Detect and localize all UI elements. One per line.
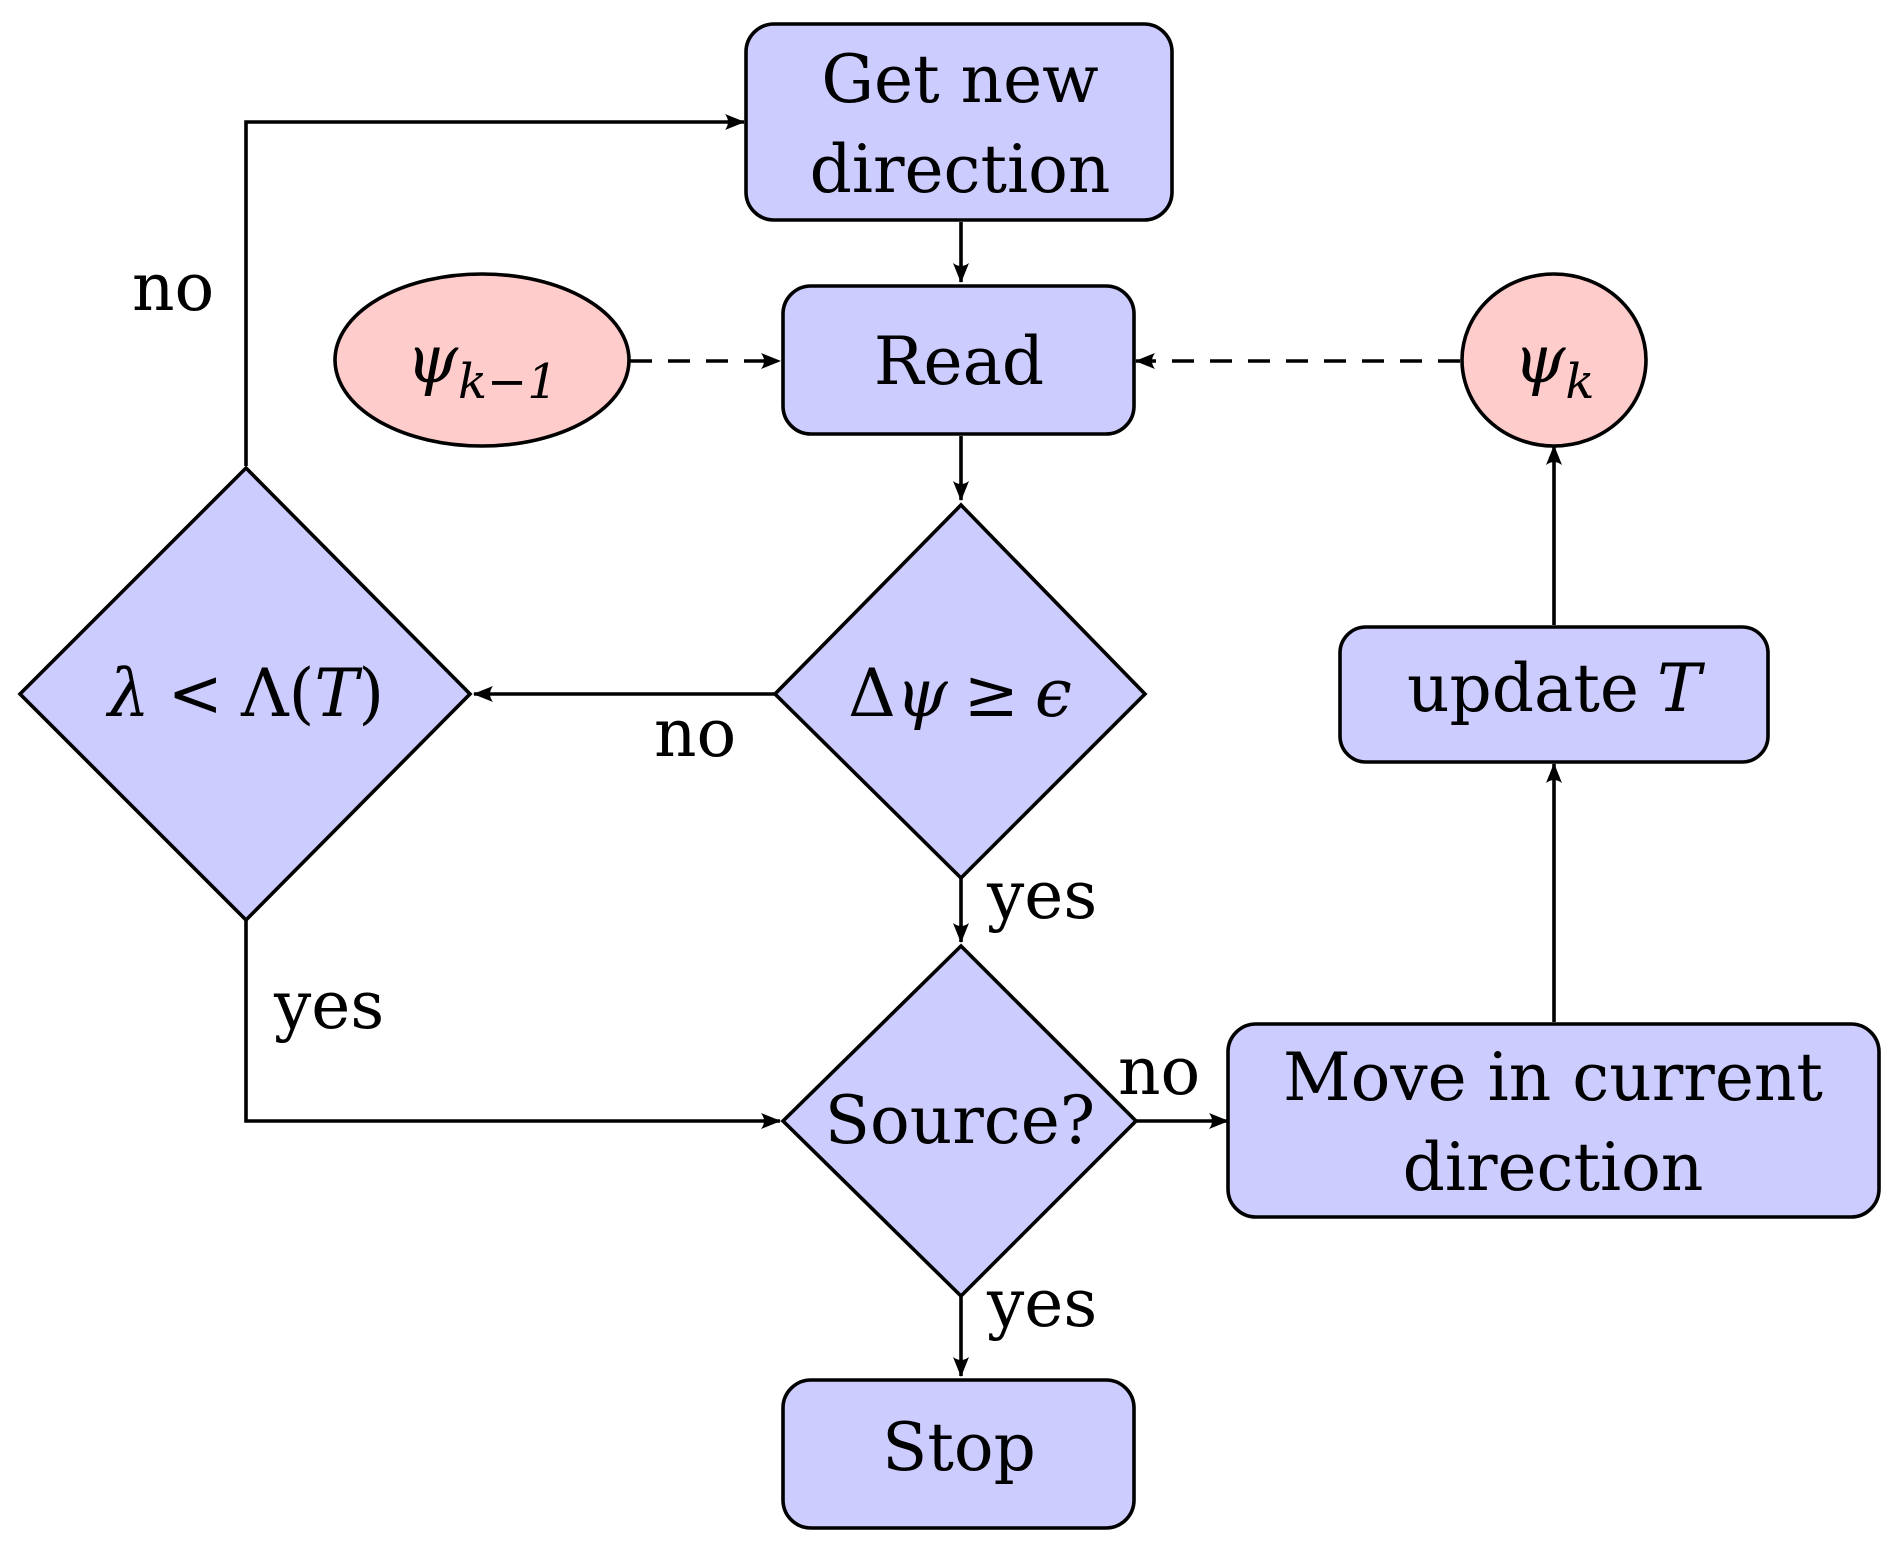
source-decision: Source? xyxy=(780,943,1139,1299)
psi-k-label: ψk xyxy=(1514,321,1595,410)
epsilon-symbol: ϵ xyxy=(1035,655,1072,732)
lambda-yes-label: yes xyxy=(273,967,384,1044)
edge-lambda-to-get-direction xyxy=(244,114,745,466)
move-node: Move in current direction xyxy=(1226,1022,1881,1219)
move-line1: Move in current xyxy=(1283,1039,1823,1116)
psi-prev-node: ψk−1 xyxy=(333,272,631,448)
edge-lambda-to-source xyxy=(244,920,781,1129)
get-new-direction-line2: direction xyxy=(810,131,1111,208)
lambda-decision: λ<Λ(T) xyxy=(17,465,473,923)
lambda-condition: λ<Λ(T) xyxy=(105,655,384,732)
psi-symbol: ψ xyxy=(896,655,949,732)
stop-node: Stop xyxy=(781,1378,1136,1530)
read-node: Read xyxy=(781,284,1136,436)
get-new-direction-line1: Get new xyxy=(821,41,1098,118)
big-lambda-symbol: Λ xyxy=(240,655,290,732)
delta-symbol: Δ xyxy=(848,655,896,732)
psi-k-subscript: k xyxy=(1565,354,1594,410)
open-paren: ( xyxy=(289,655,315,732)
t-symbol: T xyxy=(314,655,363,732)
delta-no-label: no xyxy=(654,695,736,772)
lt-symbol: < xyxy=(168,655,223,732)
lambda-symbol: λ xyxy=(105,655,150,732)
psi-prev-subscript: k−1 xyxy=(458,354,558,410)
get-new-direction-node: Get new direction xyxy=(744,22,1174,222)
geq-symbol: ≥ xyxy=(964,655,1019,732)
source-yes-label: yes xyxy=(986,1265,1097,1342)
update-var: T xyxy=(1657,650,1706,727)
psi-prev-label: ψk−1 xyxy=(406,321,558,410)
update-text: update xyxy=(1407,650,1639,727)
psi-k-node: ψk xyxy=(1460,272,1648,448)
delta-psi-condition: Δψ≥ϵ xyxy=(848,655,1072,732)
delta-yes-label: yes xyxy=(986,857,1097,934)
source-label: Source? xyxy=(825,1082,1095,1159)
psi-k-symbol: ψ xyxy=(1514,321,1567,398)
close-paren: ) xyxy=(358,655,384,732)
read-label: Read xyxy=(874,323,1044,400)
lambda-no-label: no xyxy=(132,249,214,326)
delta-psi-decision: Δψ≥ϵ xyxy=(772,502,1148,881)
stop-label: Stop xyxy=(882,1409,1036,1486)
psi-prev-symbol: ψ xyxy=(406,321,459,398)
source-no-label: no xyxy=(1118,1033,1200,1110)
move-line2: direction xyxy=(1403,1129,1704,1206)
